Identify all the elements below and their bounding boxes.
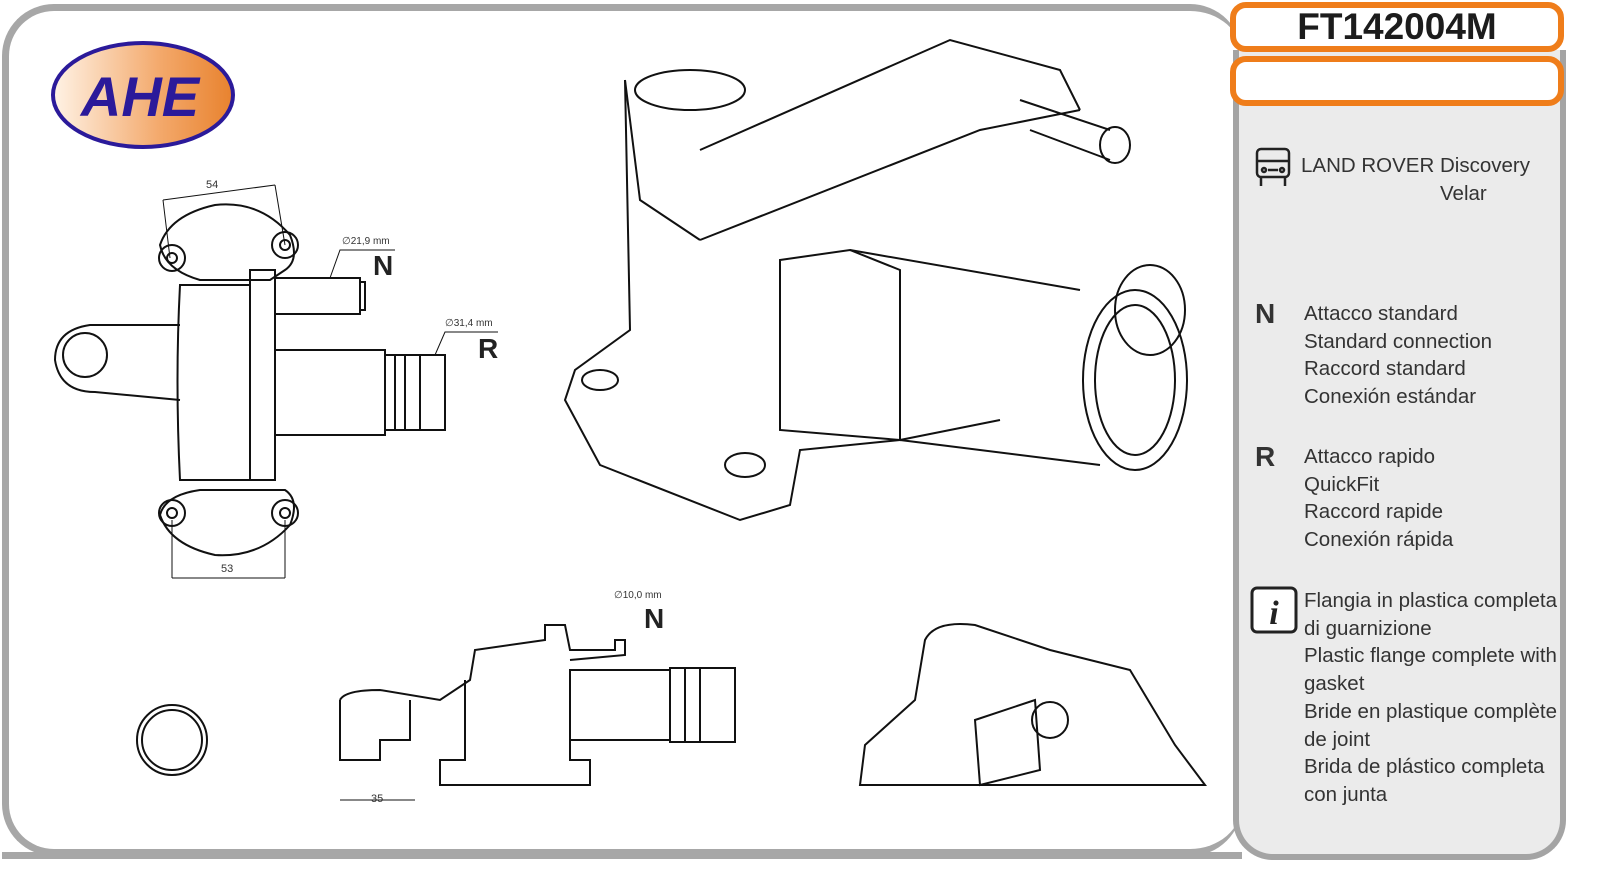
port-r-diameter: ∅31,4 mm <box>445 318 493 329</box>
port-n2-diameter: ∅10,0 mm <box>614 590 662 601</box>
info-icon: i <box>1250 586 1298 634</box>
top-view-drawing <box>53 184 498 579</box>
legend-line: QuickFit <box>1304 472 1380 496</box>
legend-line: Raccord standard <box>1304 357 1466 381</box>
isometric-view-drawing <box>563 38 1188 522</box>
vehicle-model: LAND ROVER Discovery <box>1301 154 1530 177</box>
dimension-bottom: 53 <box>221 563 234 575</box>
vehicle-variant: Velar <box>1440 182 1487 205</box>
info-panel <box>1233 50 1566 860</box>
ahe-logo: AHE <box>51 41 235 149</box>
info-line: di guarnizione <box>1304 616 1432 640</box>
part-number: FT142004M <box>1297 6 1497 47</box>
port-n2-label: N <box>644 603 665 634</box>
empty-box <box>1230 56 1564 106</box>
part-number-box: FT142004M <box>1230 2 1564 52</box>
side-view-drawing <box>339 624 736 801</box>
legend-r-letter: R <box>1255 441 1276 472</box>
legend-line: Raccord rapide <box>1304 500 1444 524</box>
drawing-frame-bottom <box>2 852 1242 859</box>
technical-drawings <box>53 38 1207 801</box>
legend-r-text: Attacco rapido QuickFit Raccord rapide C… <box>1304 443 1453 554</box>
info-line: gasket <box>1304 672 1365 696</box>
info-line: Brida de plástico completa <box>1304 755 1545 779</box>
info-line: de joint <box>1304 727 1371 751</box>
legend-line: Attacco rapido <box>1304 445 1436 468</box>
legend-n-letter: N <box>1255 298 1276 329</box>
port-n1-label: N <box>373 250 394 281</box>
dimension-side: 35 <box>371 793 384 805</box>
legend-n-text: Attacco standard Standard connection Rac… <box>1304 300 1492 411</box>
legend-line: Standard connection <box>1304 329 1493 353</box>
port-n1-diameter: ∅21,9 mm <box>342 236 390 247</box>
truck-icon <box>1255 147 1291 186</box>
info-line: Flangia in plastica completa <box>1304 589 1557 612</box>
dimension-top: 54 <box>206 179 219 191</box>
port-r-label: R <box>478 333 499 364</box>
logo-text: AHE <box>79 65 201 128</box>
svg-text:i: i <box>1269 595 1279 632</box>
legend-line: Conexión estándar <box>1304 385 1477 409</box>
gasket-ring-drawing <box>136 704 208 776</box>
info-line: con junta <box>1304 782 1388 806</box>
legend-line: Conexión rápida <box>1304 528 1454 552</box>
back-view-drawing <box>858 623 1207 787</box>
info-text: Flangia in plastica completa di guarnizi… <box>1304 587 1557 809</box>
legend-line: Attacco standard <box>1304 302 1458 325</box>
info-line: Plastic flange complete with <box>1304 644 1557 668</box>
info-line: Bride en plastique complète <box>1304 699 1557 723</box>
